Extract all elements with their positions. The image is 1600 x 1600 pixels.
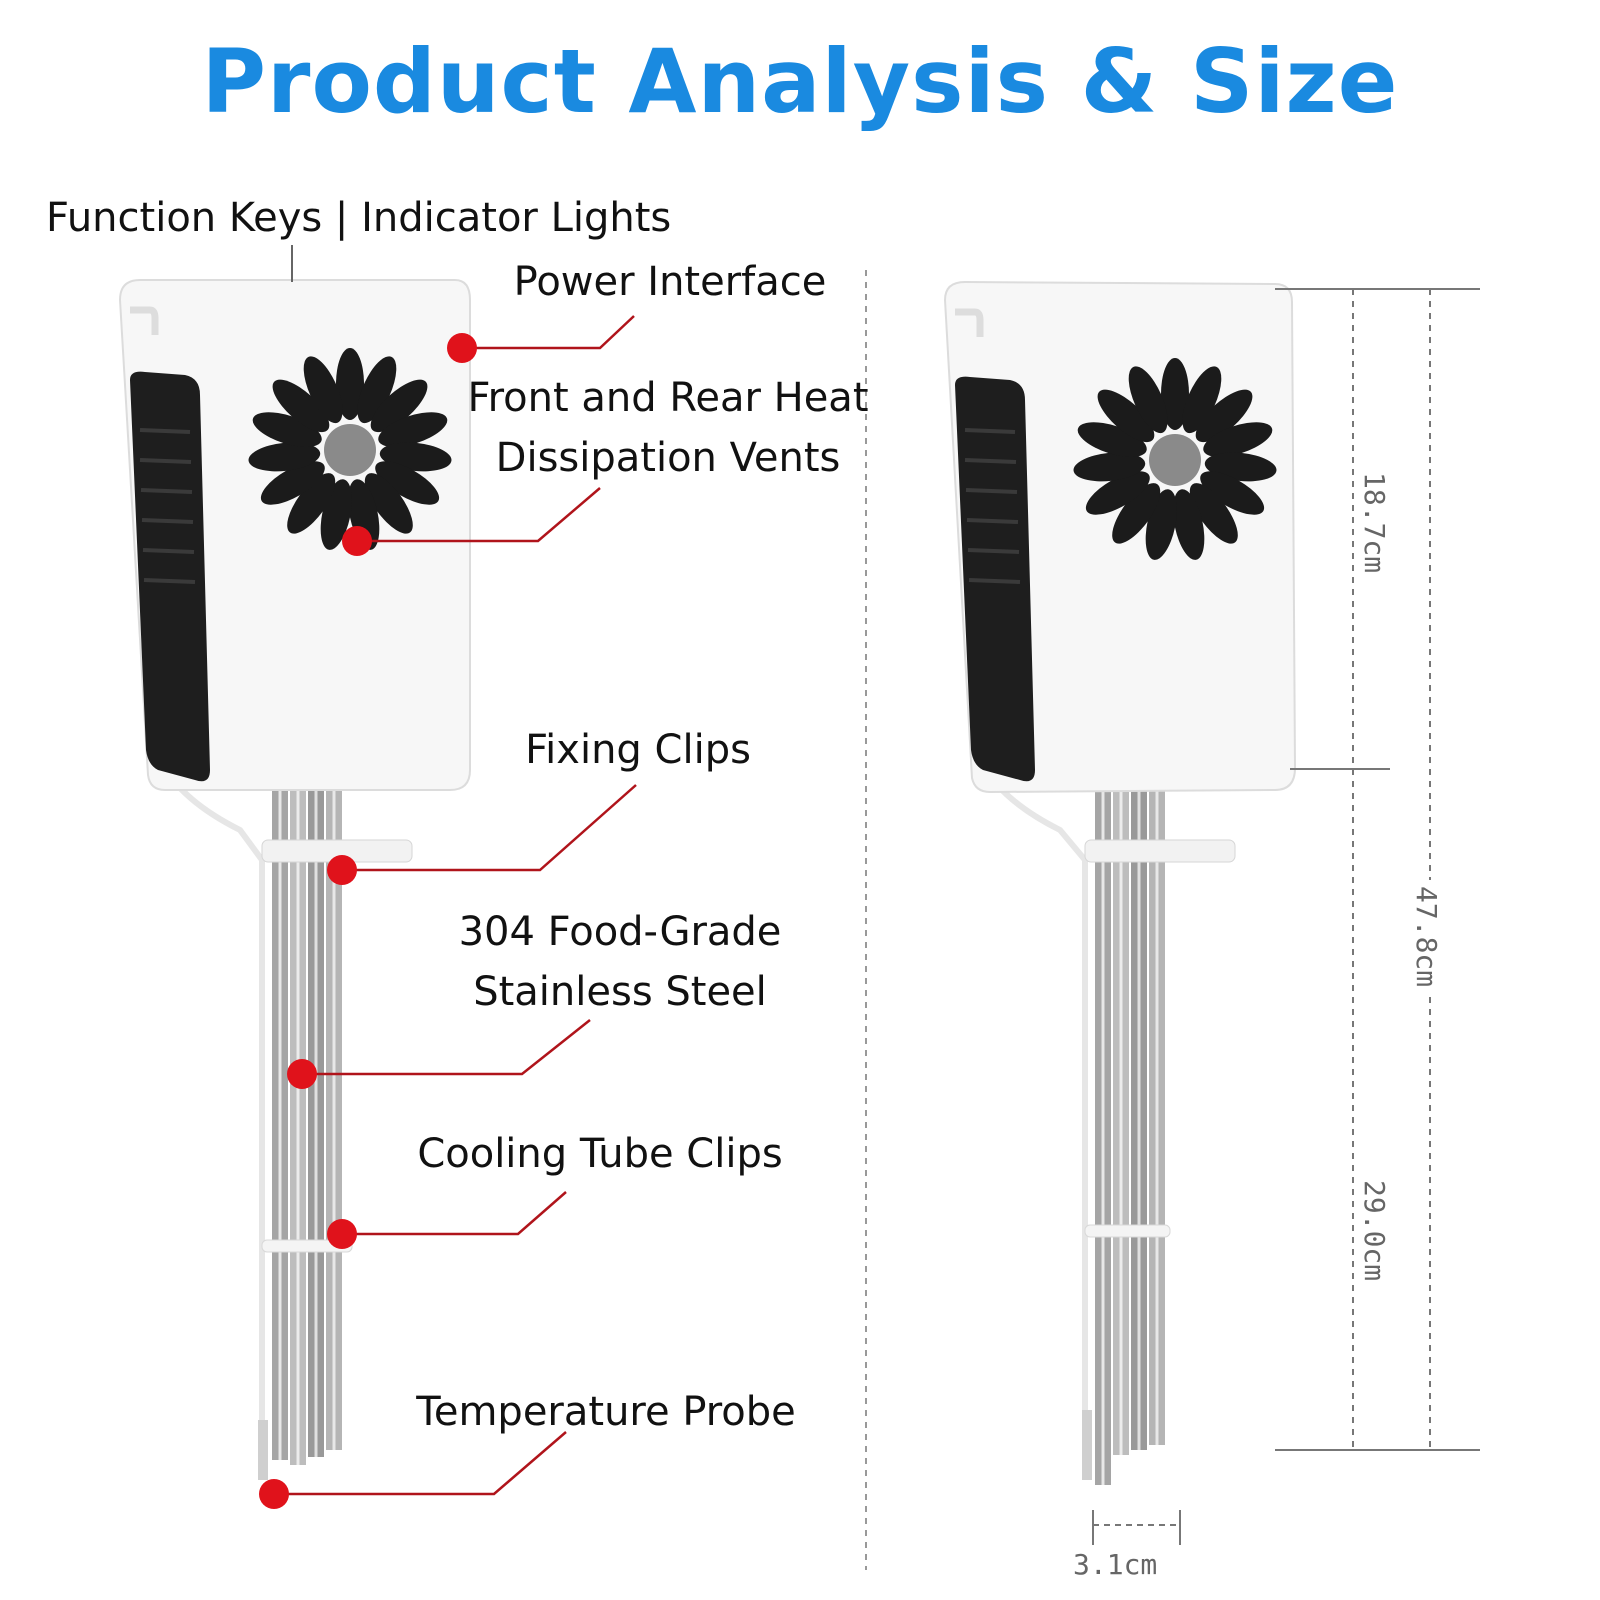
callout-dot-steel: [287, 1059, 317, 1089]
left-product: [118, 279, 471, 1480]
dim-label-tube-length: 29.0cm: [1358, 1180, 1391, 1282]
label-fixing-clips: Fixing Clips: [525, 727, 751, 773]
callout-dot-fixing-clips: [327, 855, 357, 885]
callout-line-power: [462, 315, 635, 350]
right-probe-cable: [977, 758, 1088, 1410]
left-temperature-probe: [258, 1420, 268, 1480]
label-cooling-tube-clips: Cooling Tube Clips: [417, 1131, 783, 1177]
label-steel-line2: Stainless Steel: [473, 969, 767, 1015]
label-vents-line1: Front and Rear Heat: [467, 375, 869, 421]
dim-label-control-box-height: 18.7cm: [1358, 472, 1391, 574]
left-tube-clip: [261, 1239, 353, 1253]
callout-dot-tube-clips: [327, 1219, 357, 1249]
left-power-plug: [130, 306, 159, 335]
callout-line-probe: [274, 1431, 567, 1496]
left-side-grip: [130, 371, 210, 782]
callout-line-tube-clips: [342, 1191, 567, 1236]
callout-line-vents: [357, 487, 601, 543]
label-vents-line2: Dissipation Vents: [495, 435, 841, 481]
dim-label-total-height: 47.8cm: [1410, 880, 1443, 994]
dim-label-tube-bundle-width: 3.1cm: [1073, 1548, 1158, 1581]
left-cooling-tubes: [272, 785, 342, 1465]
right-cooling-tubes: [1095, 785, 1165, 1485]
right-tube-clip: [1084, 1224, 1171, 1238]
callout-dot-power: [447, 333, 477, 363]
left-probe-cable: [157, 758, 265, 1420]
callout-dots: [259, 333, 477, 1509]
callout-line-steel: [302, 1019, 591, 1076]
right-product: [943, 280, 1297, 1485]
dimension-lines: [1092, 288, 1480, 1545]
label-temperature-probe: Temperature Probe: [416, 1389, 796, 1435]
right-heat-vent: [1073, 358, 1277, 560]
label-power-interface: Power Interface: [513, 259, 827, 305]
right-fixing-clip: [1084, 839, 1236, 863]
label-steel-line1: 304 Food-Grade: [458, 909, 782, 955]
callout-line-fixing-clips: [342, 784, 637, 872]
page-title: Product Analysis & Size: [201, 30, 1399, 133]
callout-dot-probe: [259, 1479, 289, 1509]
callout-lines: [274, 245, 637, 1496]
callout-dot-vents: [342, 526, 372, 556]
label-function-keys: Function Keys | Indicator Lights: [46, 195, 672, 241]
right-power-plug: [955, 308, 984, 337]
right-temperature-probe: [1082, 1410, 1092, 1480]
left-heat-vent: [248, 348, 452, 550]
right-side-grip: [955, 376, 1035, 782]
